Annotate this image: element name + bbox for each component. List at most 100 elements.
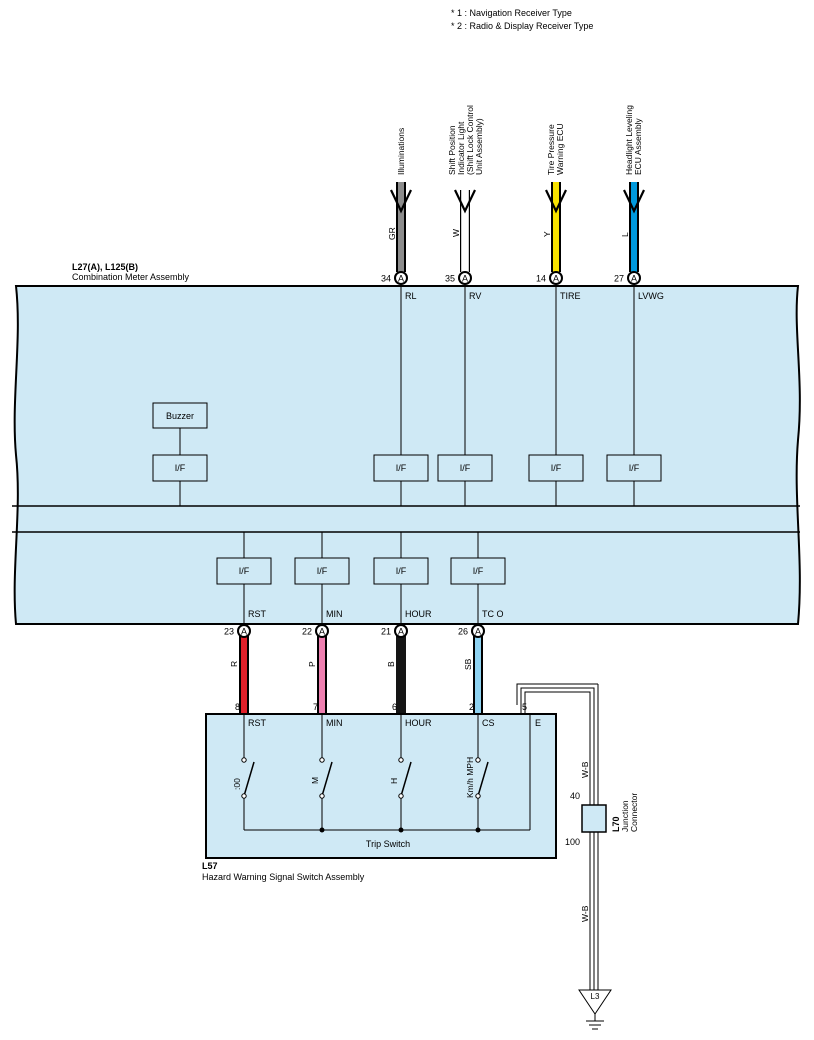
svg-text:TIRE: TIRE bbox=[560, 291, 581, 301]
svg-text:I/F: I/F bbox=[175, 463, 186, 473]
svg-text:Buzzer: Buzzer bbox=[166, 411, 194, 421]
wire-color-code: W bbox=[451, 229, 461, 237]
svg-text:L3: L3 bbox=[591, 992, 600, 1001]
svg-text:I/F: I/F bbox=[473, 566, 484, 576]
wire-color-code: Y bbox=[542, 231, 552, 237]
meter-connector-code: L27(A), L125(B) bbox=[72, 262, 138, 272]
svg-text:35: 35 bbox=[445, 274, 455, 284]
switch-pin-labels: 8 7 6 2 5 bbox=[235, 702, 527, 712]
svg-text:RST: RST bbox=[248, 718, 267, 728]
top-connector-27: A 27 LVWG bbox=[614, 271, 664, 301]
svg-text:Connector: Connector bbox=[629, 793, 639, 832]
svg-text:7: 7 bbox=[313, 702, 318, 712]
hazard-switch-box bbox=[205, 713, 557, 859]
svg-text:(Shift Lock Control: (Shift Lock Control bbox=[465, 105, 475, 175]
junction-connector-l70: 40 100 L70 Junction Connector bbox=[565, 791, 639, 847]
ground-wire-w-b bbox=[516, 683, 599, 990]
svg-text:RV: RV bbox=[469, 291, 481, 301]
svg-text:A: A bbox=[631, 274, 637, 284]
svg-text:6: 6 bbox=[392, 702, 397, 712]
switch-label: Km/h MPH bbox=[465, 757, 475, 798]
interface-block: I/F bbox=[450, 557, 506, 585]
svg-text:A: A bbox=[241, 627, 247, 637]
svg-text:100: 100 bbox=[565, 837, 580, 847]
svg-text:2: 2 bbox=[469, 702, 474, 712]
svg-text:Unit Assembly): Unit Assembly) bbox=[474, 118, 484, 175]
bottom-wire-p bbox=[317, 636, 327, 714]
bottom-connector-21: A 21 bbox=[381, 624, 408, 638]
bottom-wire-b bbox=[396, 636, 406, 714]
arrow-icon bbox=[390, 189, 412, 214]
svg-text:A: A bbox=[475, 627, 481, 637]
bottom-wire-sb bbox=[473, 636, 483, 714]
wire-end-arrows bbox=[390, 189, 645, 214]
svg-text:40: 40 bbox=[570, 791, 580, 801]
svg-text:Tire Pressure: Tire Pressure bbox=[546, 124, 556, 175]
interface-block: I/F bbox=[373, 557, 429, 585]
dest-label-tire-pressure: Tire Pressure Warning ECU bbox=[546, 123, 565, 175]
svg-text:Junction: Junction bbox=[620, 800, 630, 832]
interface-block: I/F bbox=[437, 454, 493, 482]
svg-text:23: 23 bbox=[224, 627, 234, 637]
interface-block: I/F bbox=[528, 454, 584, 482]
svg-text:Headlight Leveling: Headlight Leveling bbox=[624, 105, 634, 175]
svg-text:Illuminations: Illuminations bbox=[396, 128, 406, 175]
svg-text:RL: RL bbox=[405, 291, 417, 301]
svg-text:L70: L70 bbox=[611, 816, 621, 832]
svg-text:26: 26 bbox=[458, 627, 468, 637]
svg-text:I/F: I/F bbox=[629, 463, 640, 473]
svg-text:MIN: MIN bbox=[326, 718, 343, 728]
switch-contacts bbox=[241, 757, 481, 799]
interface-block: I/F bbox=[216, 557, 272, 585]
svg-text:A: A bbox=[553, 274, 559, 284]
wire-color-code: P bbox=[307, 661, 317, 667]
svg-text:8: 8 bbox=[235, 702, 240, 712]
ground-wire-color-code: W-B bbox=[580, 761, 590, 778]
svg-text:E: E bbox=[535, 718, 541, 728]
internal-wires-upper bbox=[179, 284, 635, 506]
interface-block: I/F bbox=[373, 454, 429, 482]
buzzer-block: Buzzer bbox=[152, 402, 208, 429]
interface-block: I/F bbox=[294, 557, 350, 585]
svg-text:22: 22 bbox=[302, 627, 312, 637]
terminal-label: TC O bbox=[482, 609, 504, 619]
dest-label-shift-position: Shift Position Indicator Light (Shift Lo… bbox=[447, 105, 484, 175]
svg-text:I/F: I/F bbox=[317, 566, 328, 576]
svg-text:Warning ECU: Warning ECU bbox=[555, 123, 565, 175]
svg-text:14: 14 bbox=[536, 274, 546, 284]
svg-text:21: 21 bbox=[381, 627, 391, 637]
svg-text:A: A bbox=[462, 274, 468, 284]
internal-wires-lower bbox=[243, 532, 479, 624]
ground-point-l3: L3 bbox=[578, 989, 612, 1030]
svg-text:CS: CS bbox=[482, 718, 495, 728]
interface-block: I/F bbox=[606, 454, 662, 482]
trip-switch-wiring bbox=[243, 714, 531, 831]
svg-text:27: 27 bbox=[614, 274, 624, 284]
ground-wire-color-code: W-B bbox=[580, 905, 590, 922]
arrow-icon bbox=[545, 189, 567, 214]
top-wire-y bbox=[551, 182, 561, 272]
wire-color-code: L bbox=[620, 232, 630, 237]
svg-text:5: 5 bbox=[522, 702, 527, 712]
wire-color-code: R bbox=[229, 661, 239, 667]
terminal-label: RST bbox=[248, 609, 267, 619]
junction-dots bbox=[319, 827, 481, 833]
switch-terminal-labels: RST MIN HOUR CS E bbox=[248, 718, 541, 728]
svg-text:LVWG: LVWG bbox=[638, 291, 664, 301]
bottom-connector-22: A 22 bbox=[302, 624, 329, 638]
top-wire-gr bbox=[396, 182, 406, 272]
top-wire-w bbox=[460, 190, 470, 272]
bottom-wire-r bbox=[239, 636, 249, 714]
svg-text:A: A bbox=[398, 274, 404, 284]
hazard-switch-code: L57 bbox=[202, 861, 218, 871]
svg-text:I/F: I/F bbox=[551, 463, 562, 473]
bottom-connector-26: A 26 bbox=[458, 624, 485, 638]
svg-text:34: 34 bbox=[381, 274, 391, 284]
switch-label: :00 bbox=[232, 778, 242, 790]
meter-name: Combination Meter Assembly bbox=[72, 272, 190, 282]
svg-text:I/F: I/F bbox=[460, 463, 471, 473]
note-navigation-receiver: * 1 : Navigation Receiver Type bbox=[451, 8, 572, 18]
svg-text:ECU Assembly: ECU Assembly bbox=[633, 118, 643, 175]
top-wire-l bbox=[629, 182, 639, 272]
